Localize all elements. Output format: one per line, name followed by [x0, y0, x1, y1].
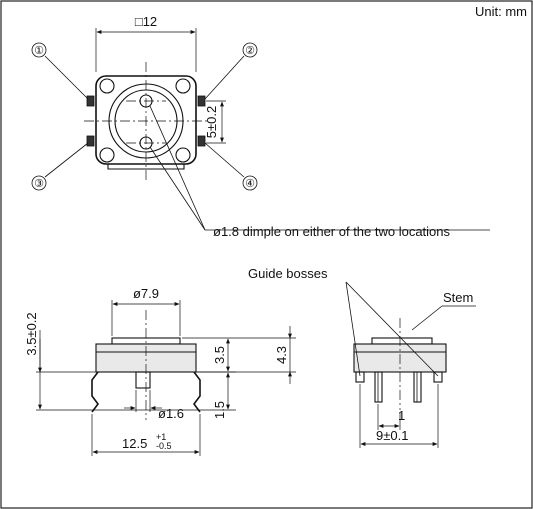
side-view: Guide bosses Stem 1 9±0.1	[248, 266, 476, 448]
terminal-1-label: ①	[34, 45, 44, 57]
terminal-3-tab	[86, 135, 95, 147]
side-offset: 1	[398, 408, 405, 423]
unit-label: Unit: mm	[475, 4, 527, 19]
front-lead-right	[193, 371, 201, 413]
corner-hole-tl	[99, 78, 115, 94]
top-diameter: ø7.9	[133, 286, 159, 301]
terminal-1-tab	[86, 95, 95, 107]
corner-hole-bl	[99, 147, 115, 163]
guide-bosses-label: Guide bosses	[248, 266, 328, 281]
terminal-4-tab	[197, 135, 206, 147]
guide-boss-right	[433, 371, 443, 383]
terminal-2-label: ②	[245, 45, 255, 57]
side-lead-right	[413, 371, 422, 403]
side-lead-left	[374, 371, 383, 403]
front-lead-left	[91, 371, 99, 413]
front-view: ø7.9 3.5±0.2 3.5 1.5 4.3 ø1.6 12.5 +1 -0…	[24, 286, 296, 456]
terminal-2-tab	[197, 95, 206, 107]
boss-diameter: ø1.6	[158, 406, 184, 421]
front-boss	[135, 371, 151, 389]
body-height: 3.5	[212, 346, 227, 364]
side-pitch: 9±0.1	[376, 428, 408, 443]
stem-label: Stem	[443, 290, 473, 305]
terminal-4-label: ④	[245, 178, 255, 190]
lead-length: 1.5	[212, 401, 227, 419]
top-view: □12 5±0.2 ① ② ③ ④ ø1.8 dimple on either …	[31, 14, 490, 239]
dimple-note: ø1.8 dimple on either of the two locatio…	[213, 224, 451, 239]
overall-height: 4.3	[274, 346, 289, 364]
corner-hole-tr	[175, 78, 191, 94]
width-dimension: □12	[135, 14, 157, 29]
lead-span-tol-lower: -0.5	[156, 441, 172, 451]
lead-span-tol-upper: +1	[156, 432, 166, 442]
guide-boss-left	[355, 371, 365, 383]
terminal-3-label: ③	[34, 178, 44, 190]
pitch-dimension: 5±0.2	[204, 106, 219, 138]
corner-hole-br	[175, 147, 191, 163]
height-total: 3.5±0.2	[24, 312, 39, 355]
lead-span: 12.5	[122, 436, 147, 451]
